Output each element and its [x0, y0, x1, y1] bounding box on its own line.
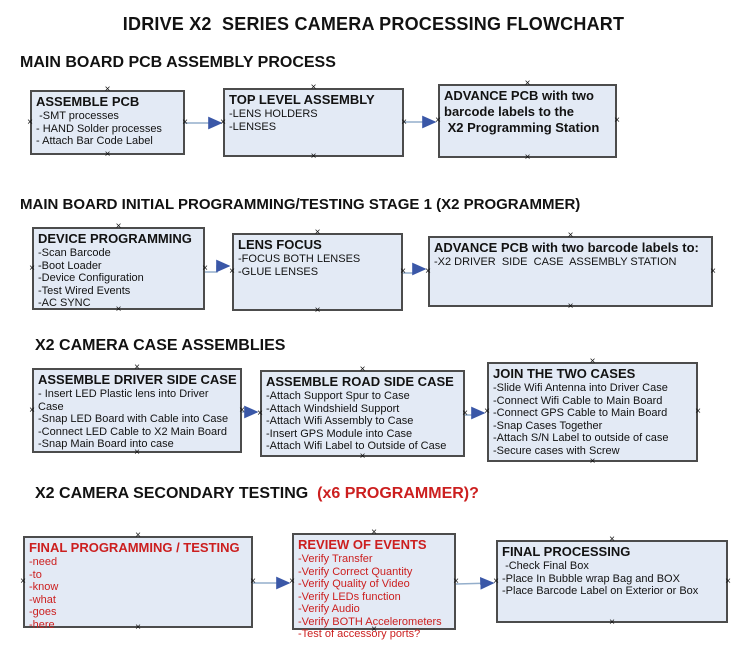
- box-body: -Slide Wifi Antenna into Driver Case -Co…: [493, 382, 669, 457]
- box-title: REVIEW OF EVENTS: [298, 537, 427, 552]
- connector-arrow-lens-focus-to-advance-pcb-driver-side: [403, 262, 427, 276]
- flow-box-top-level-assembly: TOP LEVEL ASSEMBLY-LENS HOLDERS -LENSES×…: [220, 83, 407, 162]
- box-title: DEVICE PROGRAMMING: [38, 231, 192, 246]
- box-body: -LENS HOLDERS -LENSES: [229, 108, 318, 133]
- connector-arrow-review-of-events-to-final-processing: [455, 576, 495, 590]
- section-heading-text: X2 CAMERA CASE ASSEMBLIES: [35, 337, 286, 354]
- box-body: -FOCUS BOTH LENSES -GLUE LENSES: [238, 253, 361, 278]
- flow-box-device-programming: DEVICE PROGRAMMING-Scan Barcode -Boot Lo…: [29, 222, 208, 315]
- box-body: -need -to -know -what -goes -here: [29, 556, 59, 631]
- box-title: ADVANCE PCB with two barcode labels to:: [434, 240, 699, 255]
- box-title: ASSEMBLE PCB: [36, 94, 140, 109]
- section-heading-text: X2 CAMERA SECONDARY TESTING: [35, 485, 313, 502]
- box-title: FINAL PROGRAMMING / TESTING: [29, 540, 240, 555]
- box-title: JOIN THE TWO CASES: [493, 366, 636, 381]
- flow-box-advance-pcb-driver-side: ADVANCE PCB with two barcode labels to:-…: [425, 231, 716, 312]
- box-title: FINAL PROCESSING: [502, 544, 631, 559]
- box-title: LENS FOCUS: [238, 237, 322, 252]
- box-title: TOP LEVEL ASSEMBLY: [229, 92, 375, 107]
- box-body: -Check Final Box -Place In Bubble wrap B…: [502, 560, 699, 597]
- box-body: -X2 DRIVER SIDE CASE ASSEMBLY STATION: [434, 256, 677, 268]
- box-body: - Insert LED Plastic lens into Driver Ca…: [38, 388, 229, 450]
- box-body: -SMT processes - HAND Solder processes -…: [36, 110, 162, 147]
- box-title: ASSEMBLE ROAD SIDE CASE: [266, 374, 454, 389]
- section-heading-pcb-assembly: MAIN BOARD PCB ASSEMBLY PROCESS: [20, 54, 336, 72]
- box-body: barcode labels to the X2 Programming Sta…: [444, 104, 600, 135]
- flow-box-review-of-events: REVIEW OF EVENTS-Verify Transfer -Verify…: [289, 528, 459, 641]
- connector-arrow-assemble-road-side-case-to-join-the-two-cases: [465, 406, 486, 420]
- flow-box-assemble-pcb: ASSEMBLE PCB -SMT processes - HAND Solde…: [27, 85, 188, 160]
- flow-box-final-processing: FINAL PROCESSING -Check Final Box -Place…: [493, 535, 731, 628]
- box-body: -Scan Barcode -Boot Loader -Device Confi…: [38, 247, 144, 309]
- flow-box-final-programming-testing: FINAL PROGRAMMING / TESTING-need -to -kn…: [20, 531, 256, 633]
- flow-box-join-the-two-cases: JOIN THE TWO CASES-Slide Wifi Antenna in…: [484, 357, 701, 467]
- connector-arrow-device-programming-to-lens-focus: [205, 259, 231, 273]
- flow-box-assemble-road-side-case: ASSEMBLE ROAD SIDE CASE-Attach Support S…: [257, 365, 468, 462]
- box-title: ASSEMBLE DRIVER SIDE CASE: [38, 372, 237, 387]
- box-title: ADVANCE PCB with two: [444, 88, 594, 103]
- flowchart-title: IDRIVE X2 SERIES CAMERA PROCESSING FLOWC…: [122, 14, 625, 34]
- section-heading-text: MAIN BOARD PCB ASSEMBLY PROCESS: [20, 54, 336, 71]
- box-body: -Attach Support Spur to Case -Attach Win…: [266, 390, 447, 452]
- flow-box-lens-focus: LENS FOCUS-FOCUS BOTH LENSES -GLUE LENSE…: [229, 228, 406, 316]
- section-heading-red-text: (x6 PROGRAMMER)?: [312, 485, 479, 502]
- section-heading-case-assemblies: X2 CAMERA CASE ASSEMBLIES: [35, 337, 285, 355]
- section-heading-initial-programming: MAIN BOARD INITIAL PROGRAMMING/TESTING S…: [20, 196, 580, 213]
- box-body: -Verify Transfer -Verify Correct Quantit…: [298, 553, 442, 640]
- section-heading-text: MAIN BOARD INITIAL PROGRAMMING/TESTING S…: [20, 196, 581, 213]
- section-heading-secondary-testing: X2 CAMERA SECONDARY TESTING (x6 PROGRAMM…: [35, 485, 479, 503]
- flow-box-assemble-driver-side-case: ASSEMBLE DRIVER SIDE CASE- Insert LED Pl…: [29, 363, 245, 458]
